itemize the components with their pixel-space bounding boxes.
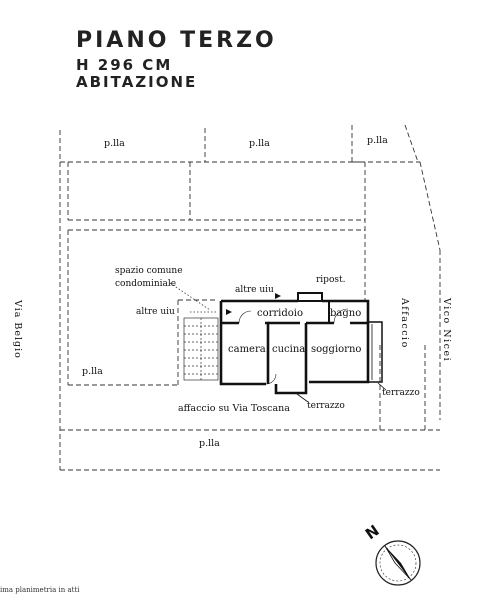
terrace-label: terrazzo [307, 401, 345, 411]
leader-lines [169, 282, 218, 313]
room-camera: camera [228, 344, 266, 355]
storage-label: ripost. [316, 275, 346, 285]
common-space-label: spazio comune [115, 266, 183, 276]
north-compass-icon: N [362, 521, 421, 586]
floor-title: PIANO TERZO [76, 28, 277, 53]
parcel-boundaries [59, 124, 441, 471]
view-label: affaccio su Via Toscana [178, 403, 290, 414]
common-space-label: condominiale [115, 279, 176, 289]
other-units-label: altre uiu [136, 307, 175, 317]
room-cucina: cucina [272, 344, 305, 355]
balcony-right [367, 321, 383, 383]
street-left-label: Via Belgio [12, 299, 23, 359]
footer-note: ima planimetria in atti [0, 586, 80, 594]
door-swings [238, 308, 349, 385]
parcel-label: p.lla [104, 138, 125, 149]
staircase-icon [183, 317, 219, 381]
view-side-label: Affaccio [399, 297, 410, 349]
parcel-label: p.lla [367, 135, 388, 146]
parcel-label: p.lla [199, 438, 220, 449]
other-units-label: altre uiu [235, 285, 274, 295]
parcel-label: p.lla [82, 366, 103, 377]
parcel-label: p.lla [249, 138, 270, 149]
room-bagno: bagno [330, 308, 361, 319]
north-label: N [362, 521, 383, 543]
street-right-label: Vico Nicei [441, 297, 452, 362]
unit-use: ABITAZIONE [76, 73, 198, 91]
terrace-label: terrazzo [382, 388, 420, 398]
room-soggiorno: soggiorno [311, 344, 361, 355]
arrow-icon [226, 309, 232, 315]
arrow-icon [275, 293, 281, 299]
ceiling-height: H 296 CM [76, 56, 173, 74]
room-corridoio: corridoio [257, 308, 303, 319]
